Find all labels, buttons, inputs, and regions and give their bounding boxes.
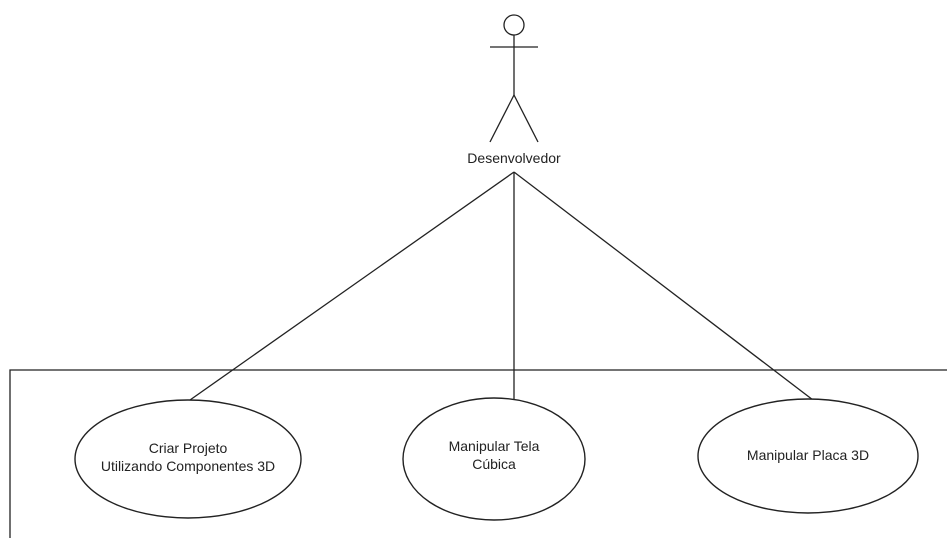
use-case-ellipse <box>402 397 586 521</box>
actor-figure <box>489 14 539 143</box>
association-uc1 <box>189 171 515 401</box>
association-uc3 <box>513 171 814 401</box>
use-case-manipulate-cubic-screen: Manipular Tela Cúbica <box>402 397 586 521</box>
use-case-label: Cúbica <box>472 456 516 472</box>
actor-right-leg <box>513 94 539 143</box>
use-case-label: Manipular Placa 3D <box>747 447 869 463</box>
use-case-create-project: Criar Projeto Utilizando Componentes 3D <box>74 399 302 519</box>
use-case-ellipse <box>74 399 302 519</box>
use-case-label: Utilizando Componentes 3D <box>101 458 275 474</box>
use-case-ellipse <box>697 398 919 514</box>
actor-label: Desenvolvedor <box>467 150 561 166</box>
use-case-label: Criar Projeto <box>149 440 228 456</box>
actor-left-leg <box>489 94 515 143</box>
use-case-label: Manipular Tela <box>449 438 540 454</box>
actor-head <box>503 14 525 36</box>
system-boundary <box>9 369 947 538</box>
use-case-manipulate-3d-board: Manipular Placa 3D <box>697 398 919 514</box>
